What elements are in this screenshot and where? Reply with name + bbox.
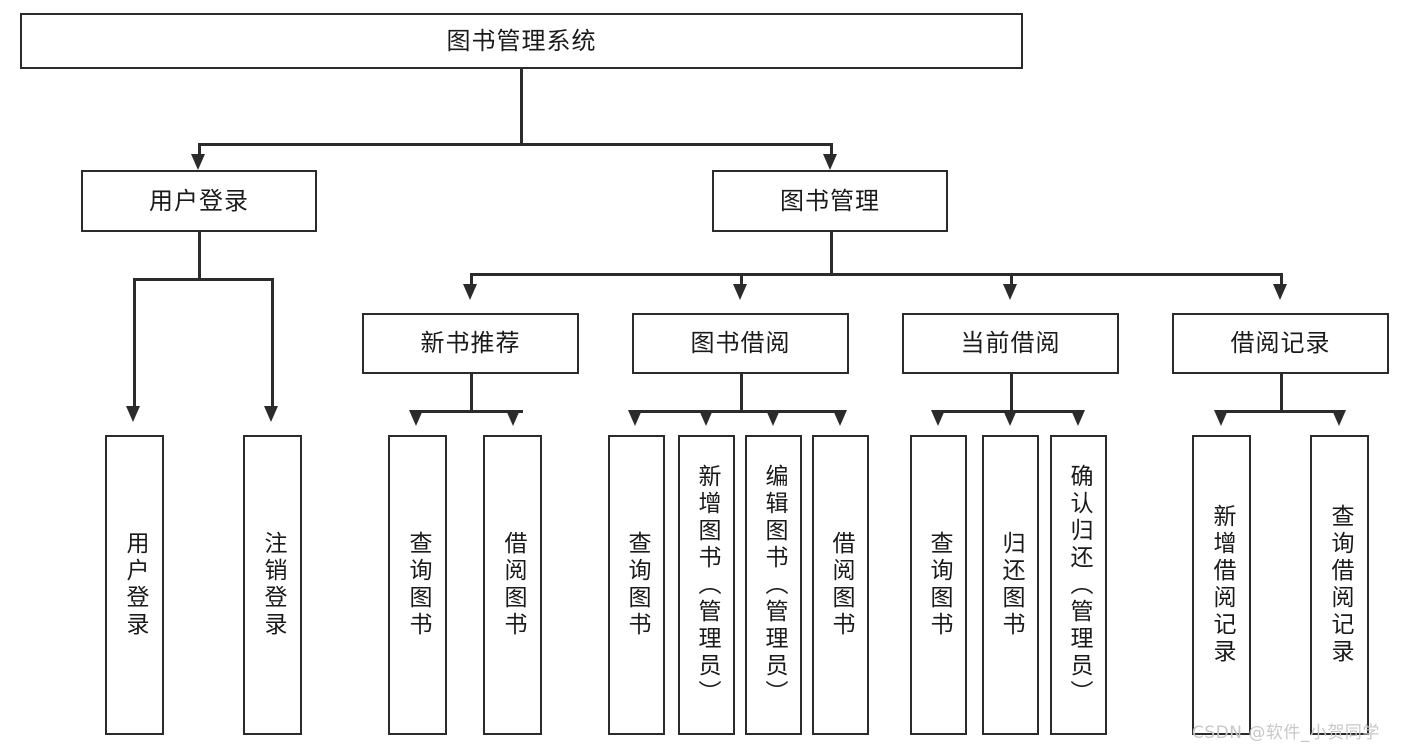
node-leaf-5[interactable]: 新增图书（管理员） xyxy=(678,435,735,735)
connector-login-drop-1 xyxy=(271,278,274,407)
connector-root-drop-0 xyxy=(198,143,201,155)
connector-group0-stem xyxy=(470,374,473,410)
node-leaf-12[interactable]: 查询借阅记录 xyxy=(1310,435,1369,735)
connector-mgmt-drop-0 xyxy=(470,273,473,285)
node-label: 查询图书 xyxy=(405,531,431,639)
node-leaf-9[interactable]: 归还图书 xyxy=(982,435,1039,735)
connector-login-drop-0 xyxy=(133,278,136,407)
node-level2-0[interactable]: 用户登录 xyxy=(81,170,317,232)
node-level3-3[interactable]: 借阅记录 xyxy=(1172,313,1389,374)
connector-group3-bus xyxy=(1220,410,1340,413)
node-leaf-7[interactable]: 借阅图书 xyxy=(812,435,869,735)
connector-group1-stem xyxy=(740,374,743,410)
arrowhead-group3-0 xyxy=(1214,410,1228,426)
connector-group0-bus xyxy=(416,410,523,413)
node-leaf-4[interactable]: 查询图书 xyxy=(608,435,665,735)
arrowhead-root-0 xyxy=(191,154,205,170)
connector-mgmt-stem xyxy=(830,232,833,273)
node-label: 新增借阅记录 xyxy=(1209,504,1235,666)
node-level3-1[interactable]: 图书借阅 xyxy=(632,313,849,374)
arrowhead-group3-1 xyxy=(1332,410,1346,426)
connector-login-stem xyxy=(198,232,201,278)
arrowhead-login-1 xyxy=(264,406,278,422)
connector-group3-stem xyxy=(1280,374,1283,410)
node-label: 编辑图书（管理员） xyxy=(761,463,787,707)
arrowhead-group2-2 xyxy=(1071,410,1085,426)
node-leaf-10[interactable]: 确认归还（管理员） xyxy=(1050,435,1107,735)
connector-mgmt-drop-3 xyxy=(1280,273,1283,285)
arrowhead-group1-1 xyxy=(699,410,713,426)
connector-group2-stem xyxy=(1010,374,1013,410)
connector-mgmt-bus xyxy=(470,273,1280,276)
node-label: 用户登录 xyxy=(122,531,148,639)
node-label: 借阅图书 xyxy=(828,531,854,639)
node-leaf-1[interactable]: 注销登录 xyxy=(243,435,302,735)
node-leaf-11[interactable]: 新增借阅记录 xyxy=(1192,435,1251,735)
arrowhead-group2-1 xyxy=(1003,410,1017,426)
node-label: 借阅记录 xyxy=(1230,329,1331,358)
arrowhead-group1-3 xyxy=(833,410,847,426)
node-leaf-0[interactable]: 用户登录 xyxy=(105,435,164,735)
connector-login-bus xyxy=(133,278,271,281)
arrowhead-group2-0 xyxy=(931,410,945,426)
watermark: CSDN @软件_小贺同学 xyxy=(1192,723,1380,743)
node-label: 归还图书 xyxy=(998,531,1024,639)
node-level2-1[interactable]: 图书管理 xyxy=(712,170,948,232)
arrowhead-group0-1 xyxy=(506,410,520,426)
arrowhead-root-1 xyxy=(823,154,837,170)
node-label: 注销登录 xyxy=(260,531,286,639)
arrowhead-mgmt-1 xyxy=(733,284,747,300)
node-label: 图书借阅 xyxy=(690,329,791,358)
node-label: 查询借阅记录 xyxy=(1327,504,1353,666)
connector-mgmt-drop-1 xyxy=(740,273,743,285)
node-level3-2[interactable]: 当前借阅 xyxy=(902,313,1119,374)
arrowhead-login-0 xyxy=(126,406,140,422)
node-label: 借阅图书 xyxy=(500,531,526,639)
node-label: 查询图书 xyxy=(624,531,650,639)
node-label: 当前借阅 xyxy=(960,329,1061,358)
connector-root-stem xyxy=(520,69,523,143)
node-label: 图书管理系统 xyxy=(446,26,597,55)
arrowhead-mgmt-0 xyxy=(463,284,477,300)
node-label: 查询图书 xyxy=(926,531,952,639)
node-label: 用户登录 xyxy=(149,186,249,215)
connector-mgmt-drop-2 xyxy=(1010,273,1013,285)
connector-group1-bus xyxy=(635,410,840,413)
node-level3-0[interactable]: 新书推荐 xyxy=(362,313,579,374)
node-leaf-8[interactable]: 查询图书 xyxy=(910,435,967,735)
node-leaf-6[interactable]: 编辑图书（管理员） xyxy=(745,435,802,735)
node-label: 确认归还（管理员） xyxy=(1066,463,1092,707)
node-leaf-3[interactable]: 借阅图书 xyxy=(483,435,542,735)
arrowhead-mgmt-2 xyxy=(1003,284,1017,300)
connector-root-drop-1 xyxy=(830,143,833,155)
node-leaf-2[interactable]: 查询图书 xyxy=(388,435,447,735)
arrowhead-group0-0 xyxy=(409,410,423,426)
arrowhead-mgmt-3 xyxy=(1273,284,1287,300)
node-root-book-management-system[interactable]: 图书管理系统 xyxy=(20,13,1023,69)
node-label: 图书管理 xyxy=(780,186,880,215)
node-label: 新增图书（管理员） xyxy=(694,463,720,707)
arrowhead-group1-2 xyxy=(766,410,780,426)
connector-root-bus xyxy=(198,143,832,146)
arrowhead-group1-0 xyxy=(628,410,642,426)
node-label: 新书推荐 xyxy=(420,329,521,358)
